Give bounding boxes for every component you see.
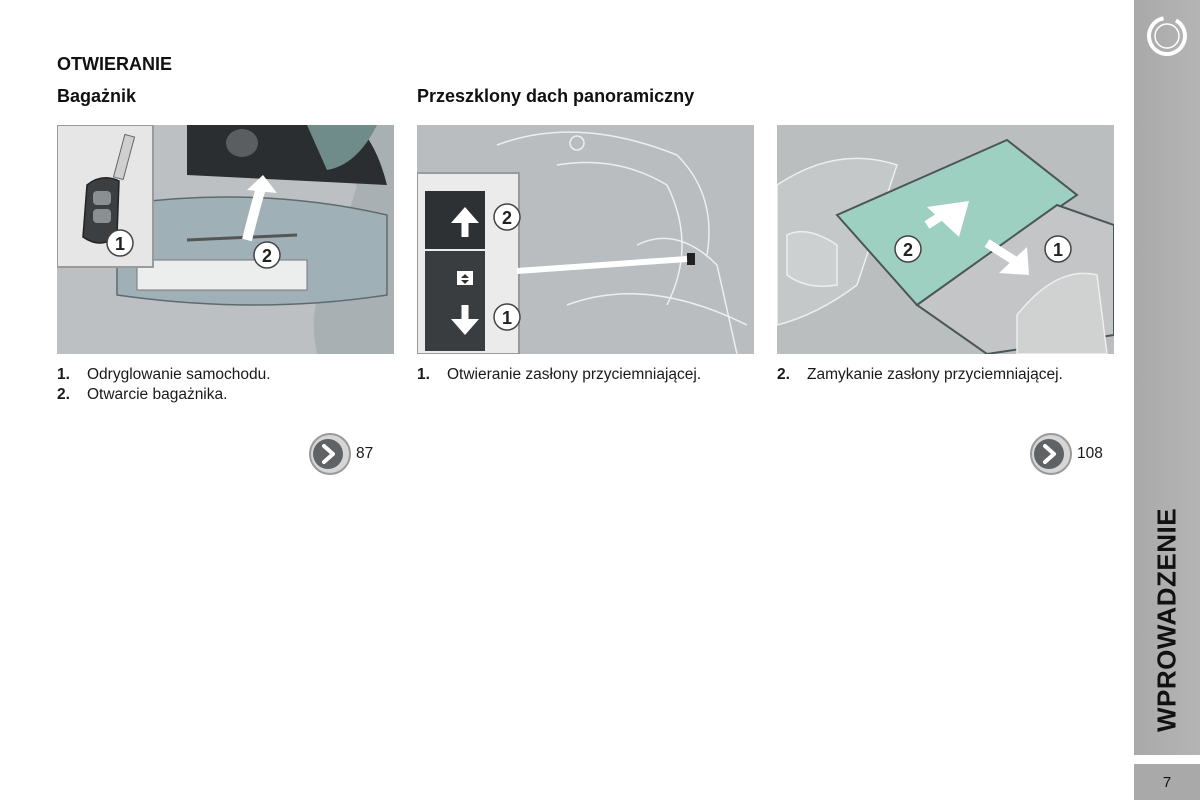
chapter-label: WPROWADZENIE — [1151, 507, 1182, 733]
roof-switch-caption-list: 1. Otwieranie zasłony przyciemniającej. — [417, 365, 701, 385]
roof-switch-illustration: 2 1 — [417, 125, 754, 354]
trunk-heading: Bagażnik — [57, 86, 137, 106]
caption-item: 2. Zamykanie zasłony przyciemniającej. — [777, 365, 1063, 385]
page-reference-trunk[interactable]: 87 — [308, 432, 373, 476]
caption-text: Otwieranie zasłony przyciemniającej. — [447, 366, 702, 383]
arrow-right-circle-icon — [1030, 433, 1072, 475]
caption-number: 2. — [57, 386, 70, 403]
page-title: OTWIERANIE — [57, 54, 172, 74]
caption-text: Zamykanie zasłony przyciemniającej. — [807, 366, 1063, 383]
page-reference-number: 108 — [1077, 445, 1103, 462]
switch-marker-2: 2 — [502, 208, 512, 228]
page-reference-number: 87 — [356, 445, 374, 462]
page-number: 7 — [1134, 764, 1200, 800]
caption-number: 1. — [417, 366, 430, 383]
roof-view-illustration: 2 1 — [777, 125, 1114, 354]
caption-item: 1. Otwieranie zasłony przyciemniającej. — [417, 365, 701, 385]
chapter-ring-icon — [1147, 16, 1187, 56]
caption-number: 1. — [57, 366, 70, 383]
caption-item: 1. Odryglowanie samochodu. — [57, 365, 271, 385]
caption-text: Otwarcie bagażnika. — [87, 386, 228, 403]
trunk-marker-2: 2 — [262, 246, 272, 266]
roof-view-caption-list: 2. Zamykanie zasłony przyciemniającej. — [777, 365, 1063, 385]
roof-marker-2: 2 — [903, 240, 913, 260]
caption-number: 2. — [777, 366, 790, 383]
trunk-marker-1: 1 — [115, 234, 125, 254]
page-reference-roof[interactable]: 108 — [1029, 432, 1103, 476]
trunk-caption-list: 1. Odryglowanie samochodu. 2. Otwarcie bag… — [57, 365, 271, 405]
roof-marker-1: 1 — [1053, 240, 1063, 260]
chapter-side-tab: WPROWADZENIE — [1134, 0, 1200, 755]
panoramic-roof-heading: Przeszklony dach panoramiczny — [417, 86, 695, 106]
arrow-right-circle-icon — [309, 433, 351, 475]
switch-marker-1: 1 — [502, 308, 512, 328]
trunk-illustration: 2 1 — [57, 125, 394, 354]
caption-text: Odryglowanie samochodu. — [87, 366, 271, 383]
caption-item: 2. Otwarcie bagażnika. — [57, 385, 271, 405]
